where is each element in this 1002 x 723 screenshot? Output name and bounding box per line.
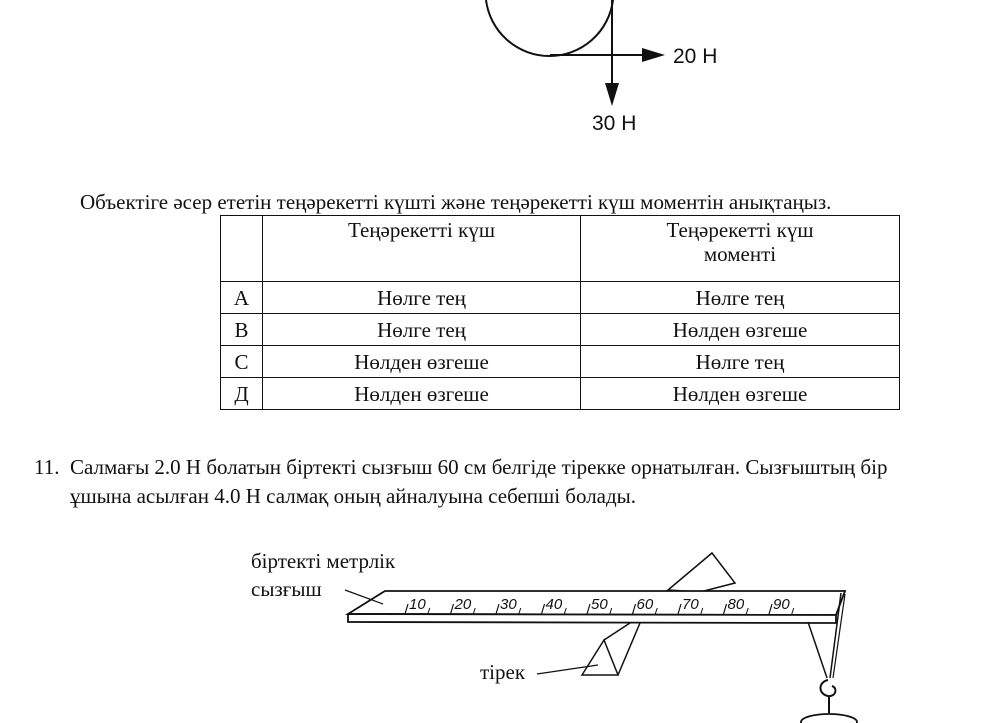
weight-hook: [819, 679, 837, 698]
pivot-label-leader: [536, 664, 599, 675]
header-moment-line2: моменті: [703, 242, 777, 266]
row-force: Нөлден өзгеше: [262, 345, 581, 378]
header-moment: Теңәрекетті күш моменті: [580, 215, 900, 282]
force-right-label: 20 Н: [673, 45, 717, 68]
ruler-tick-label: 70: [682, 596, 699, 613]
row-force: Нөлге тең: [262, 313, 581, 346]
question11-line2: ұшына асылған 4.0 Н салмақ оның айналуын…: [70, 484, 637, 508]
ruler-minor-tick: [427, 607, 431, 615]
ruler-minor-tick: [791, 607, 795, 615]
ruler-front-face: [347, 613, 837, 624]
ruler-tick: [540, 603, 546, 615]
table-header-row: Теңәрекетті күш Теңәрекетті күш моменті: [220, 215, 900, 282]
object-circle: [485, 0, 614, 58]
ruler-minor-tick: [609, 607, 613, 615]
ruler-tick-label: 60: [637, 596, 654, 613]
string-right: [829, 592, 842, 679]
ruler-tick: [449, 603, 455, 615]
table-row: A Нөлге тең Нөлге тең: [220, 281, 900, 314]
row-moment: Нөлден өзгеше: [580, 313, 900, 346]
ruler-ticks: 10 20 30 40 50 60 70 80 90: [404, 596, 795, 615]
row-letter: A: [220, 281, 263, 314]
ruler-tick: [586, 603, 591, 615]
row-moment: Нөлге тең: [580, 345, 900, 378]
ruler-tick: [404, 603, 409, 615]
ruler-label-line2: сызғыш: [251, 577, 322, 601]
ruler-minor-tick: [745, 607, 749, 615]
ruler-tick-label: 30: [500, 596, 517, 613]
row-letter: Д: [220, 377, 263, 410]
row-letter: B: [220, 313, 263, 346]
string-left: [807, 621, 828, 679]
table-row: B Нөлге тең Нөлден өзгеше: [220, 313, 900, 346]
ruler-minor-tick: [563, 607, 567, 615]
question11-line1: Салмағы 2.0 Н болатын біртекті сызғыш 60…: [70, 455, 888, 479]
force-diagram: 20 Н 30 Н: [485, 0, 717, 135]
ruler-tick: [677, 603, 682, 615]
ruler-minor-tick: [472, 607, 476, 615]
ruler-tick: [722, 603, 728, 615]
ruler-tick: [631, 603, 637, 615]
question-number: 11.: [34, 455, 60, 479]
force-down-label: 30 Н: [592, 112, 636, 135]
row-letter: C: [220, 345, 263, 378]
arrow-right-head: [642, 48, 665, 62]
arrow-down-head: [605, 83, 619, 106]
header-moment-line1: Теңәрекетті күш: [666, 218, 814, 242]
pivot-front: [580, 638, 620, 676]
answer-table: Теңәрекетті күш Теңәрекетті күш моменті …: [220, 215, 900, 410]
weight-body: [800, 713, 858, 723]
ruler-label-line1: біртекті метрлік: [251, 549, 396, 573]
pivot-back: [666, 551, 737, 593]
table-row: Д Нөлден өзгеше Нөлден өзгеше: [220, 377, 900, 410]
ruler-tick-label: 50: [591, 596, 608, 613]
ruler-minor-tick: [700, 607, 704, 615]
ruler-label-leader: [344, 589, 384, 605]
row-moment: Нөлге тең: [580, 281, 900, 314]
string-right-2: [832, 593, 846, 679]
ruler-tick-label: 20: [454, 596, 472, 613]
question-text: Объектіге әсер ететін теңәрекетті күшті …: [80, 190, 832, 214]
ruler-tick: [495, 603, 500, 615]
ruler-tick-label: 10: [409, 596, 426, 613]
ruler-tick-label: 40: [546, 596, 563, 613]
pivot-edge-2: [617, 622, 641, 676]
pivot-edge: [603, 622, 631, 641]
ruler-minor-tick: [518, 607, 522, 615]
row-moment: Нөлден өзгеше: [580, 377, 900, 410]
ruler-tick-label: 80: [728, 596, 745, 613]
ruler-minor-tick: [654, 607, 658, 615]
row-force: Нөлден өзгеше: [262, 377, 581, 410]
pivot-label: тірек: [480, 660, 526, 684]
ruler-tick-label: 90: [773, 596, 790, 613]
table-row: C Нөлден өзгеше Нөлге тең: [220, 345, 900, 378]
ruler-tick: [768, 603, 773, 615]
